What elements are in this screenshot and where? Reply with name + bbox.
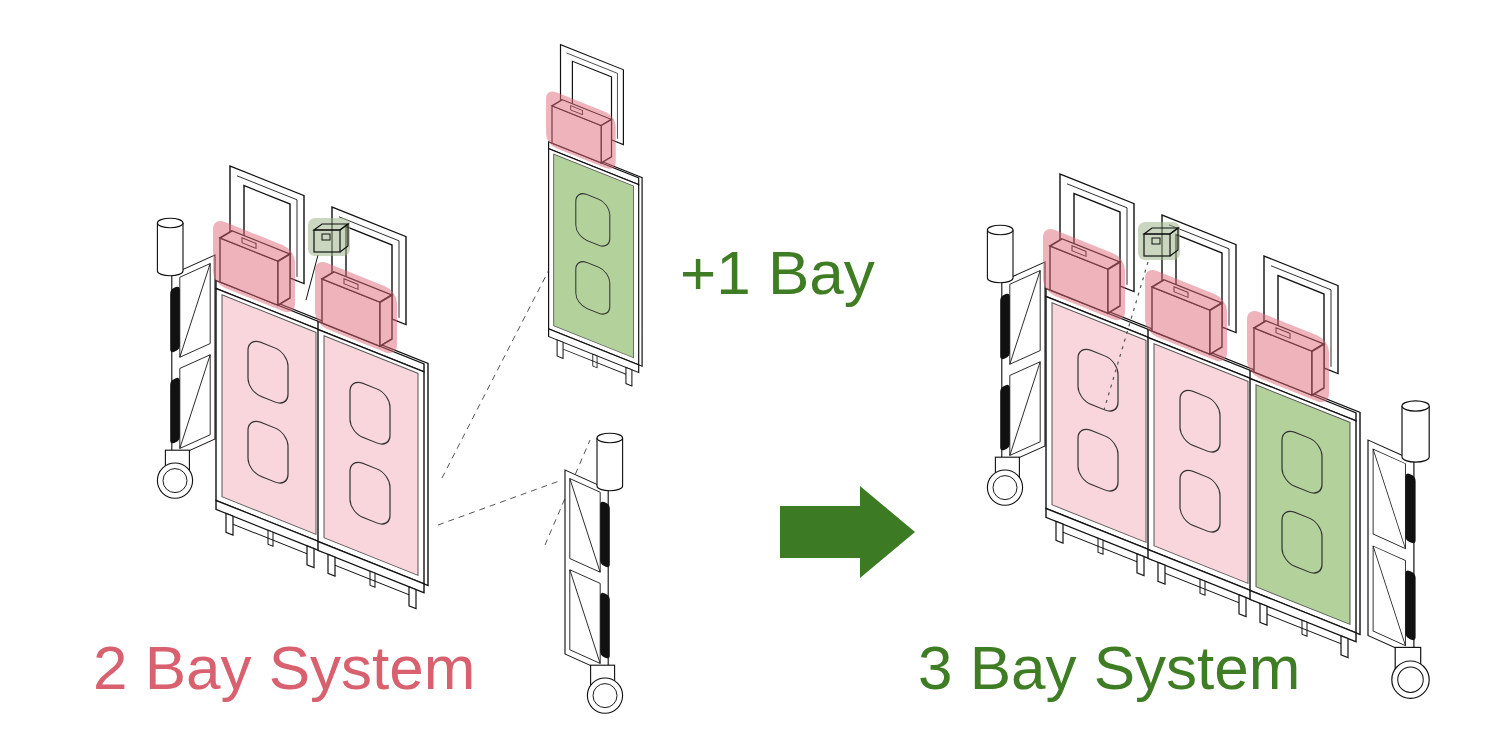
added-bay [546,39,642,390]
two-bay-system [157,159,428,613]
guide-line [442,262,553,478]
system-label: 2 Bay System [93,637,475,699]
bay-module [213,159,326,572]
bay-module [1145,208,1258,621]
transition-arrow [780,486,915,578]
added-parts [438,39,642,713]
sensor-box [308,218,350,256]
sensor-box [1138,222,1180,260]
guide-line [438,480,562,525]
system-label: +1 Bay [680,242,875,304]
guide-line [1104,262,1148,410]
added-bay [1247,249,1360,662]
end-wall [987,225,1045,505]
three-bay-system [987,167,1429,698]
system-label: 3 Bay System [918,637,1300,699]
bay-module [315,200,428,613]
end-wall [157,218,215,498]
end-wall [1368,401,1429,699]
end-wall [565,433,623,713]
